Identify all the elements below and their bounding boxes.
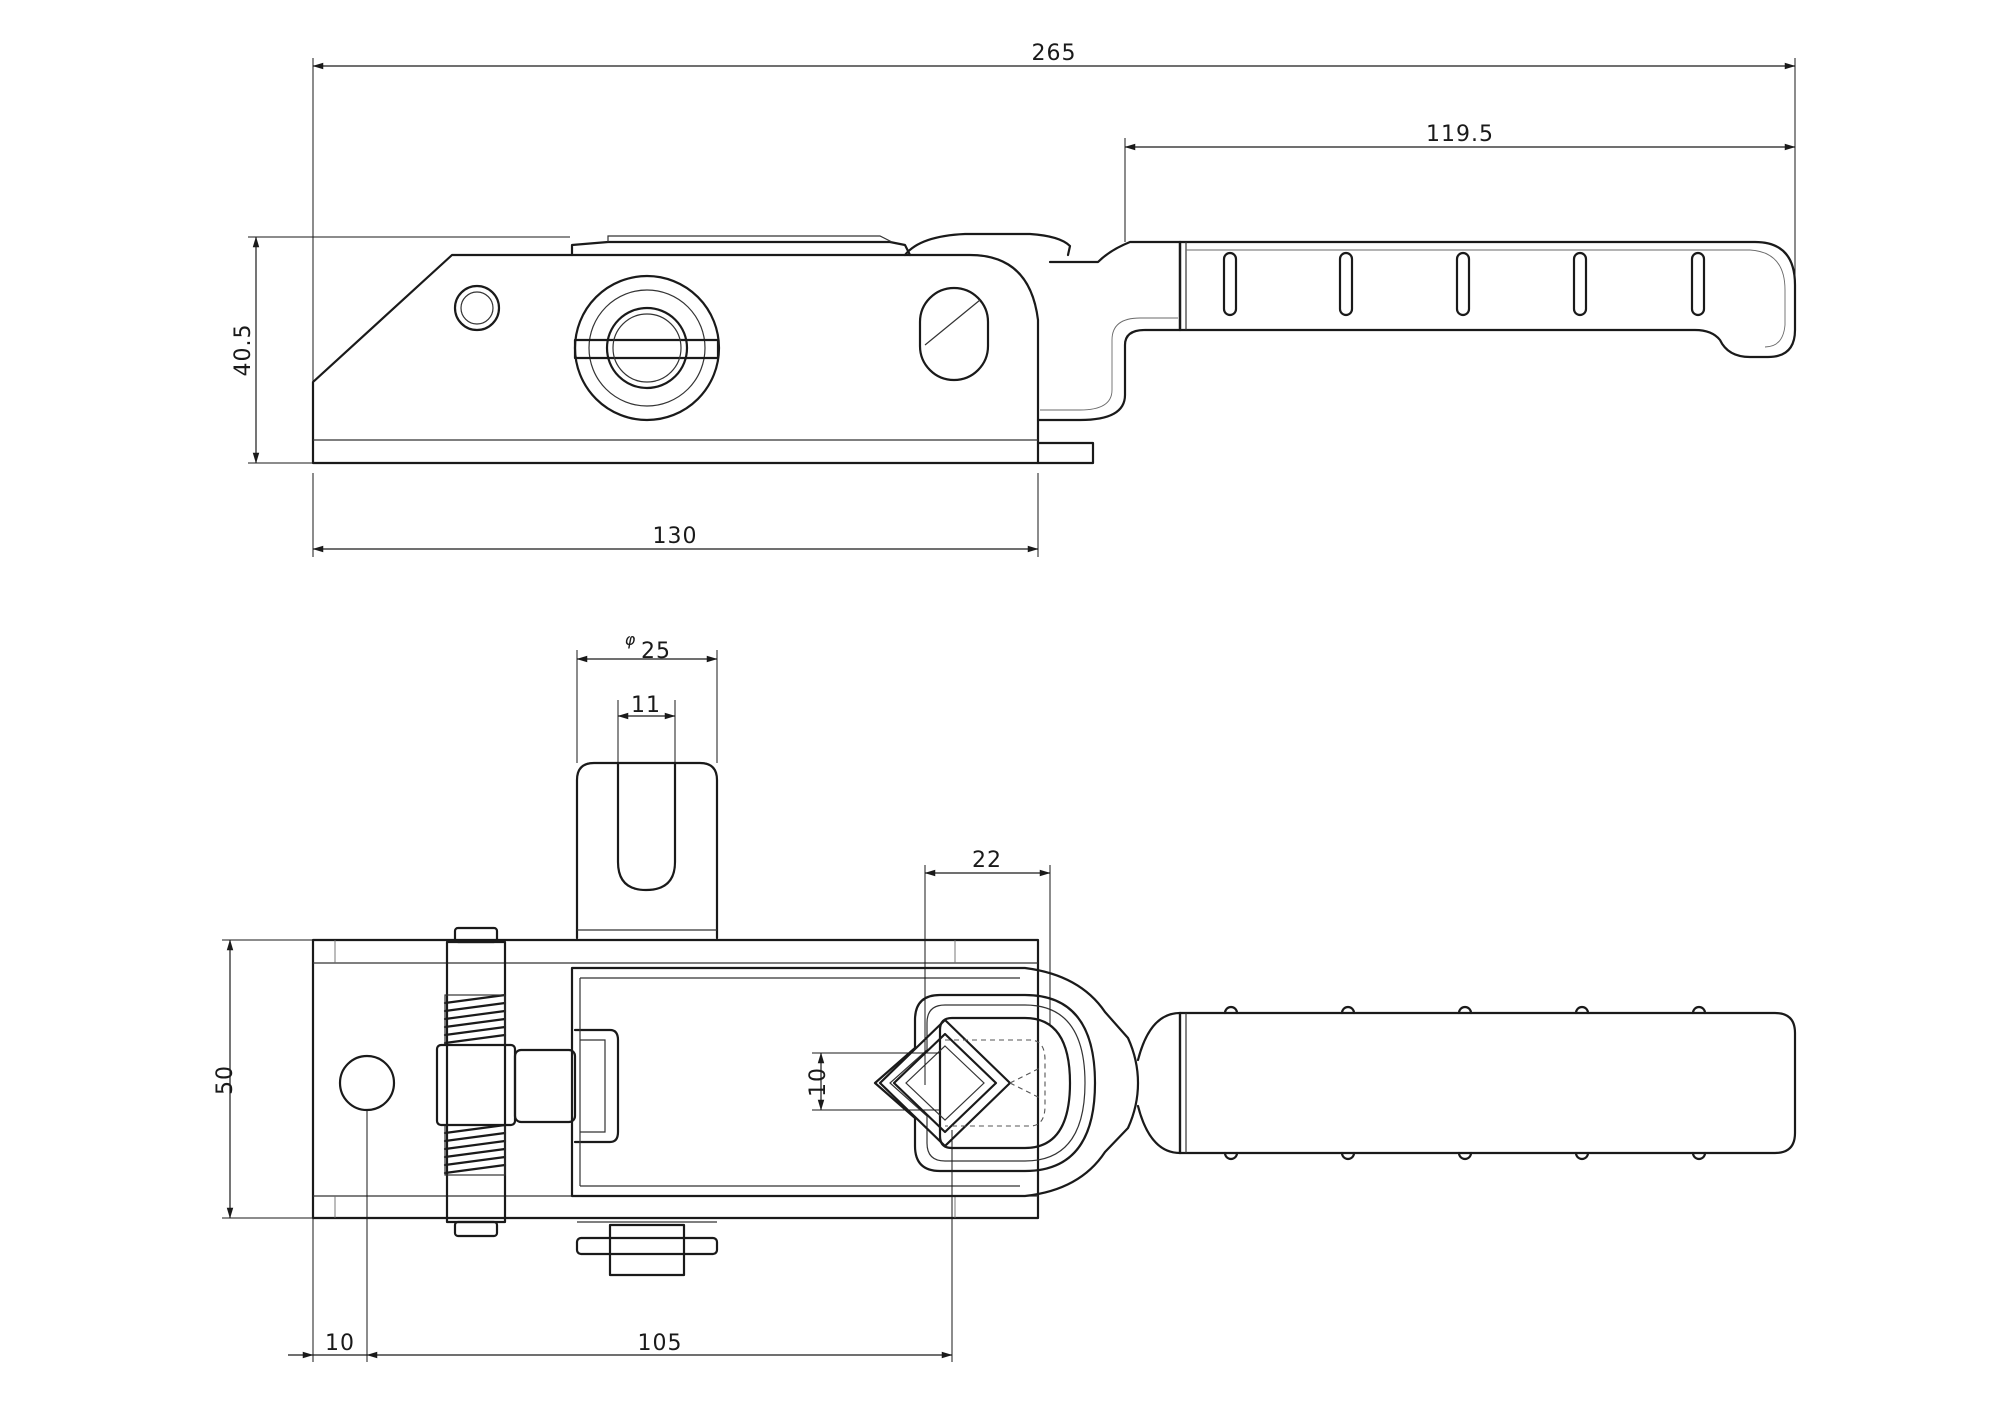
clamp-block [608,1223,686,1277]
dim-diameter: 25 [641,639,671,664]
tab-slot [616,761,677,892]
cover-strip-raised [607,235,893,243]
dim-slot-width: 11 [631,693,661,718]
shaft-center [612,313,682,383]
base-plate-tab [1036,441,1095,465]
slotted-tab [575,761,719,940]
dim-hole-offset: 10 [325,1331,355,1356]
dim-diameter-symbol: φ [625,630,636,649]
cover-strip [570,240,912,257]
grip-rib [1455,251,1471,317]
latch-body-outline [311,253,1040,465]
u-channel-outer [873,993,1097,1173]
slot-diagonal [924,299,981,346]
grip-rib [1690,251,1706,317]
pin-bracket [573,1028,620,1144]
shaft-key [573,338,720,360]
pin-head-bottom [453,1220,499,1238]
dim-height: 40.5 [231,324,256,377]
handle-neck-plan [1136,1011,1182,1155]
lever-neck [1036,240,1182,422]
dim-base-length: 130 [653,524,698,549]
spring-bottom [443,1123,507,1176]
square-drive-mid [892,1032,998,1134]
square-drive-inner [905,1045,985,1121]
square-drive-hidden [945,1039,1046,1127]
u-channel-inner [938,1016,1072,1150]
lever-neck-inner [1040,317,1178,411]
spring-top [443,993,507,1046]
grip-rib [1572,251,1588,317]
pivot-hole-inner [460,291,494,325]
dim-square-size: 10 [806,1067,831,1097]
shaft-boss-ring [588,289,706,407]
top-view: 265 119.5 40.5 130 [231,41,1797,557]
lever-hump [903,232,1072,257]
dim-handle-length: 119.5 [1426,122,1494,147]
dim-square-offset: 22 [972,848,1002,873]
grip-rib [1338,251,1354,317]
handle-grip [1178,240,1797,359]
shaft-core [605,306,689,390]
pin-bracket-inner [580,1039,606,1133]
dim-hole-to-square: 105 [638,1331,683,1356]
pin-shaft [445,940,507,1224]
grip-rib [1222,251,1238,317]
grip-bumps-bottom [1223,1151,1707,1161]
clamp-bar [575,1236,719,1256]
mounting-hole [338,1054,396,1112]
lever-body [570,966,1140,1198]
bottom-view: φ 25 11 22 10 50 10 105 [213,630,1797,1362]
u-channel-mid [889,1004,1086,1162]
shaft-boss-outer [573,274,721,422]
slotted-hole [918,286,990,382]
square-drive-hidden-diag [1009,1067,1041,1099]
square-drive-outer [878,1018,1012,1148]
pivot-hole-outer [453,284,501,332]
dim-width: 50 [213,1065,238,1095]
handle-inner-edge [1186,249,1786,348]
dim-overall-length: 265 [1032,41,1077,66]
pin-link [513,1048,577,1124]
base-plate [311,938,1040,1220]
handle-grip-plan [1178,1011,1797,1155]
grip-bumps-top [1223,1005,1707,1015]
pin-collar [435,1043,517,1127]
